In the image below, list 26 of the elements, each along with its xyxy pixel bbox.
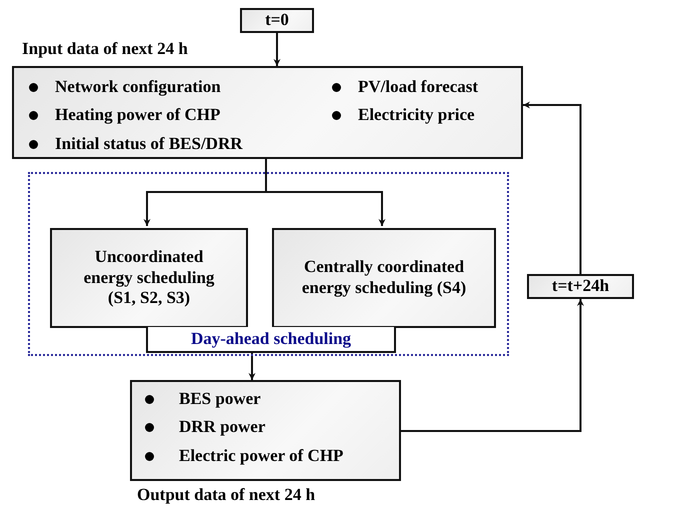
process-box bbox=[272, 228, 496, 328]
arrow bbox=[265, 159, 386, 226]
list-item: DRR power bbox=[179, 418, 266, 435]
box-text: t=0 bbox=[265, 10, 289, 31]
arrow bbox=[248, 351, 256, 380]
box-text: Centrally coordinated energy scheduling (S4) bbox=[300, 257, 468, 299]
box-text: t=t+24h bbox=[552, 276, 610, 297]
list-item: Electric power of CHP bbox=[179, 447, 344, 464]
scheduling-label-box bbox=[146, 327, 396, 353]
dotted-group-frame bbox=[28, 172, 509, 356]
arrow bbox=[274, 33, 280, 66]
process-box bbox=[50, 228, 248, 328]
list-item: Network configuration bbox=[55, 78, 221, 95]
list-item: Electricity price bbox=[358, 106, 475, 123]
arrow bbox=[523, 102, 582, 274]
list-item: PV/load forecast bbox=[358, 78, 478, 95]
arrow bbox=[401, 299, 584, 432]
list-heading: Output data of next 24 h bbox=[137, 486, 316, 503]
process-box bbox=[240, 8, 314, 33]
process-box bbox=[527, 274, 634, 299]
list-item: Initial status of BES/DRR bbox=[55, 135, 243, 152]
group-title: Day-ahead scheduling bbox=[190, 328, 352, 350]
list-item: Heating power of CHP bbox=[55, 106, 220, 123]
box-text: Uncoordinated energy scheduling (S1, S2, S3) bbox=[82, 246, 216, 310]
list-heading: Input data of next 24 h bbox=[22, 40, 188, 57]
list-item: BES power bbox=[179, 390, 261, 407]
